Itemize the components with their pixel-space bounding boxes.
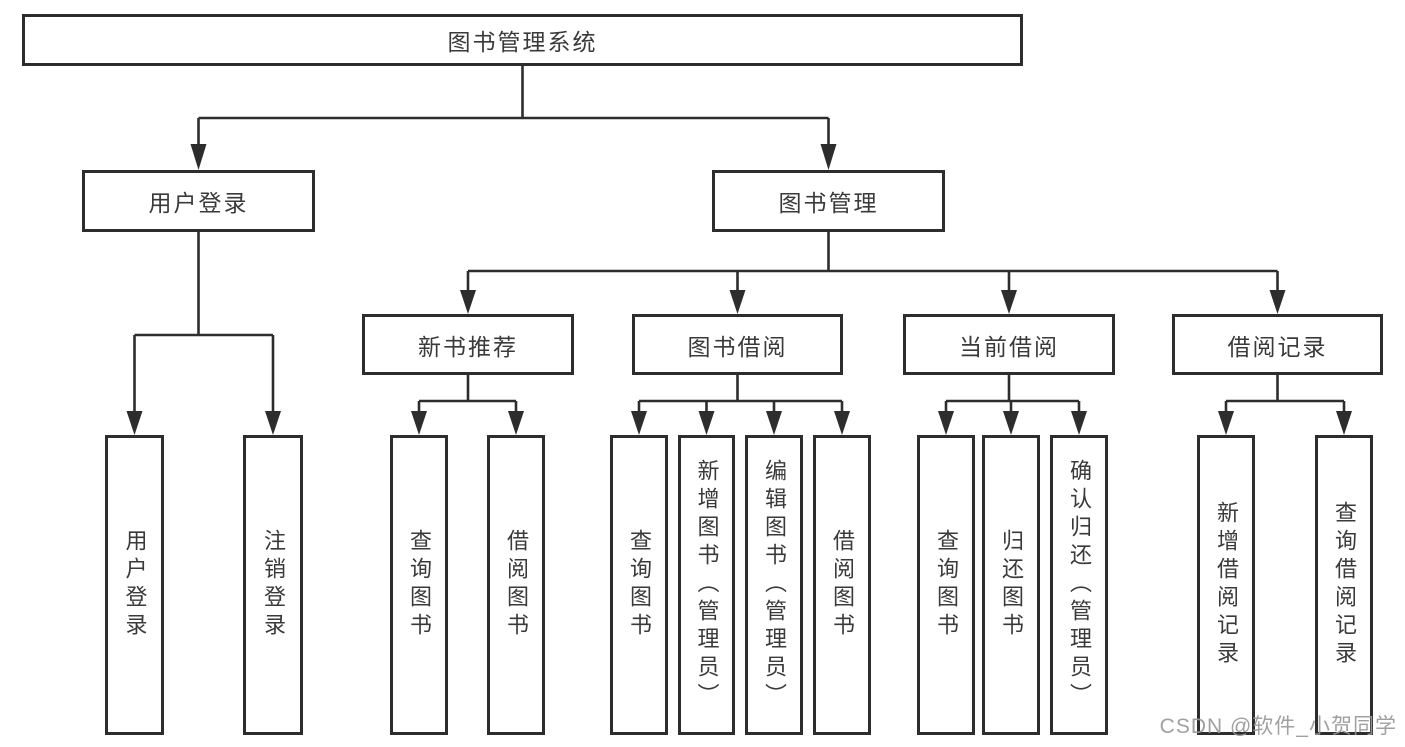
leaf-bb-query-books: 查询图书	[610, 435, 668, 735]
leaf-user-login: 用户登录	[105, 435, 164, 735]
node-new-book-recommend: 新书推荐	[362, 314, 574, 375]
node-current-borrowing: 当前借阅	[903, 314, 1115, 375]
node-borrowing-records: 借阅记录	[1172, 314, 1383, 375]
node-book-borrowing: 图书借阅	[632, 314, 843, 375]
node-book-management: 图书管理	[712, 170, 945, 232]
leaf-logout: 注销登录	[243, 435, 303, 735]
leaf-cb-query-books: 查询图书	[917, 435, 975, 735]
node-user-login: 用户登录	[82, 170, 315, 232]
leaf-nbr-borrow-books: 借阅图书	[487, 435, 545, 735]
leaf-nbr-query-books: 查询图书	[390, 435, 448, 735]
node-library-system: 图书管理系统	[22, 14, 1023, 66]
leaf-bb-edit-books-admin: 编辑图书（管理员）	[745, 435, 803, 735]
leaf-bb-add-books-admin: 新增图书（管理员）	[678, 435, 735, 735]
leaf-br-query-record: 查询借阅记录	[1315, 435, 1373, 735]
watermark: CSDN @软件_小贺同学	[1159, 715, 1397, 738]
leaf-cb-return-books: 归还图书	[982, 435, 1040, 735]
leaf-bb-borrow-books: 借阅图书	[813, 435, 871, 735]
leaf-cb-confirm-return-admin: 确认归还（管理员）	[1050, 435, 1108, 735]
leaf-br-add-record: 新增借阅记录	[1197, 435, 1255, 735]
